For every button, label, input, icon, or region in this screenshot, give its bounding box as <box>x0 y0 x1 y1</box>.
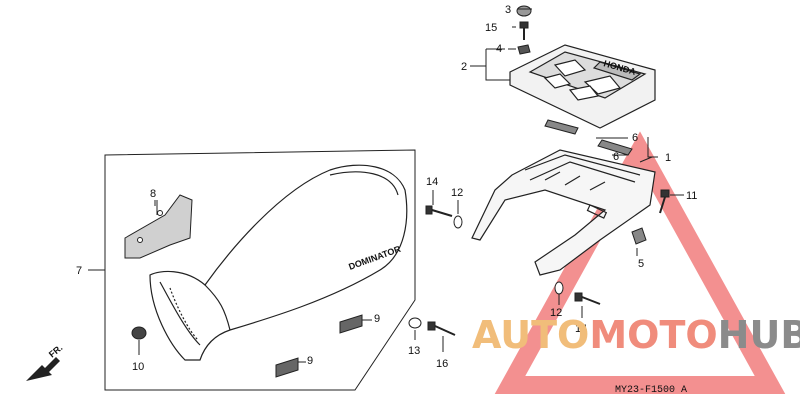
callout-14-lower: 14 <box>575 323 587 335</box>
part-8-seat-bracket <box>124 194 193 259</box>
callout-4: 4 <box>496 43 502 55</box>
part-12-washer-lower <box>554 281 564 305</box>
watermark-moto: MOTO <box>589 313 718 357</box>
callout-10: 10 <box>132 361 144 373</box>
callout-13: 13 <box>408 345 420 357</box>
callout-5: 5 <box>638 258 644 270</box>
callout-11: 11 <box>686 190 697 202</box>
watermark-hub: HUB <box>717 313 800 357</box>
diagram-code: MY23-F1500 A <box>615 385 687 396</box>
seat <box>149 164 408 361</box>
part-12-washer-upper <box>453 200 463 229</box>
part-15-bolt <box>519 21 529 40</box>
watermark-text: AUTOMOTOHUB <box>472 312 800 358</box>
callout-3: 3 <box>505 4 511 16</box>
part-3-cap <box>516 5 532 17</box>
callout-9-upper: 9 <box>374 313 380 325</box>
part-4-nut <box>517 44 531 55</box>
watermark-triangle <box>494 131 786 394</box>
callout-12-lower: 12 <box>550 307 562 319</box>
part-16-bolt <box>427 321 456 352</box>
seat-frame <box>88 149 416 391</box>
callout-2: 2 <box>461 61 467 73</box>
part-2-rear-carrier <box>509 44 656 129</box>
part-5-clip <box>631 227 647 245</box>
part-14-bolt-lower <box>574 292 601 318</box>
callout-8: 8 <box>150 188 156 200</box>
part-10-knob <box>131 326 147 355</box>
callout-7: 7 <box>76 265 82 277</box>
callout-12-upper: 12 <box>451 187 463 199</box>
part-6-pad-left <box>544 119 579 135</box>
part-9-clip-lower <box>275 357 306 378</box>
callout-15: 15 <box>485 22 497 34</box>
part-11-bolt <box>659 189 670 214</box>
leader-lines <box>154 8 684 256</box>
callout-6-upper: 6 <box>632 132 638 144</box>
watermark-auto: AUTO <box>472 313 590 357</box>
part-1-carrier-bracket <box>471 149 656 276</box>
callout-9-lower: 9 <box>307 355 313 367</box>
part-13-washer <box>408 317 422 340</box>
part-9-clip-upper <box>339 314 372 334</box>
callout-6-lower: 6 <box>613 151 619 163</box>
front-arrow-icon <box>26 357 60 381</box>
callout-14-upper: 14 <box>426 176 438 188</box>
callout-16: 16 <box>436 358 448 370</box>
part-14-bolt-upper <box>425 190 453 217</box>
callout-1: 1 <box>665 152 671 164</box>
front-label: FR. <box>47 343 65 360</box>
